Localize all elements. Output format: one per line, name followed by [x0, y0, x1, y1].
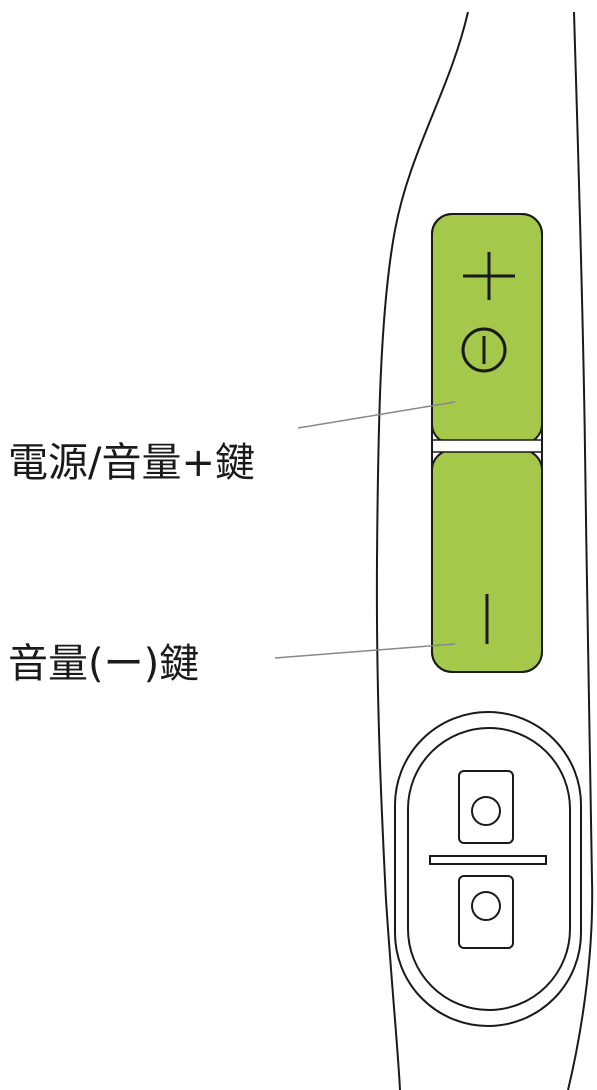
upper-contact-frame: [458, 770, 514, 844]
upper-contact-pin: [471, 796, 501, 826]
headset-band: [375, 11, 594, 1090]
power-volume-up-label: 電源/音量+鍵: [8, 440, 255, 486]
leader-line-volume-down: [274, 643, 456, 659]
volume-down-label: 音量(ー)鍵: [8, 641, 200, 687]
charging-contact-icon: [394, 711, 582, 1027]
plus-icon: [463, 252, 515, 300]
power-icon: [461, 327, 507, 373]
band-left-edge: [375, 11, 469, 1090]
charging-module-outer: [394, 711, 582, 1027]
lower-contact-pin: [471, 891, 501, 921]
button-panel-frame: [431, 213, 543, 673]
leader-line-power: [297, 401, 456, 429]
charging-module-inner: [407, 727, 571, 1011]
button-divider: [432, 440, 542, 452]
lower-contact-frame: [458, 875, 514, 949]
band-right-edge: [567, 11, 594, 1090]
contact-separator: [429, 855, 547, 865]
